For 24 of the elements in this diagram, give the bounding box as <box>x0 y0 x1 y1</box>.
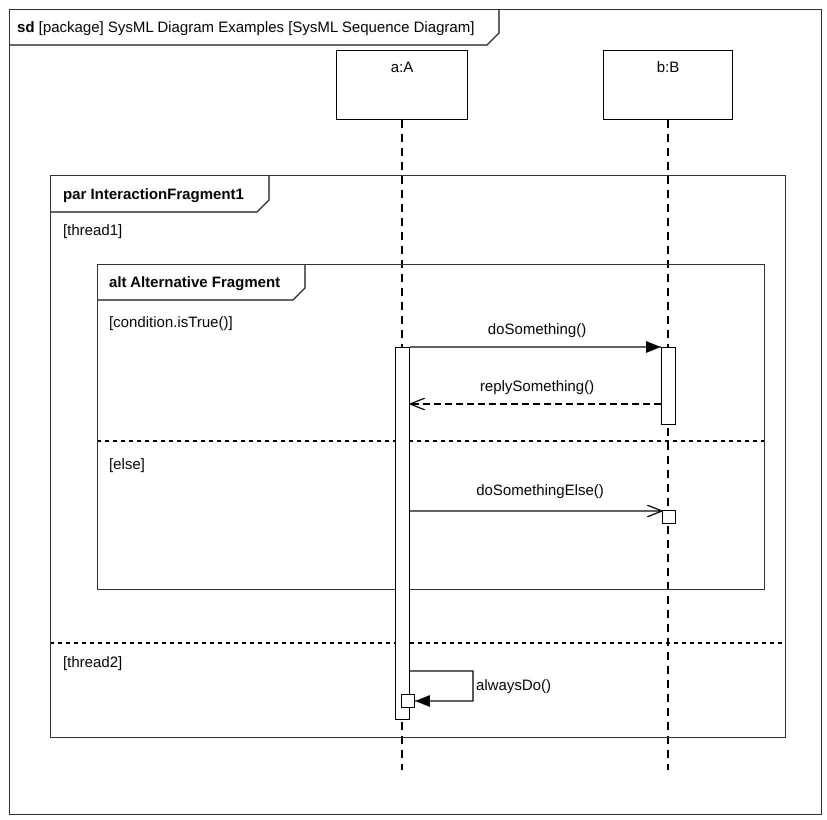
execution-box <box>401 694 415 708</box>
combined-fragment-frame <box>50 175 786 738</box>
lifeline-head: b:B <box>603 50 733 120</box>
fragment-heading: par InteractionFragment1 <box>63 186 244 204</box>
activation-bar <box>395 347 410 720</box>
message-label: doSomething() <box>486 321 588 339</box>
message-arrow <box>409 397 661 411</box>
message-label: doSomethingElse() <box>474 482 606 500</box>
activation-bar <box>661 347 676 425</box>
message-label: alwaysDo() <box>474 677 554 695</box>
message-arrow <box>410 341 661 353</box>
frame-heading: sd [package] SysML Diagram Examples [SysML Sequence Diagram] <box>17 19 474 37</box>
message-arrow <box>410 504 663 518</box>
message-arrow <box>410 670 474 707</box>
guard-condition: [thread1] <box>63 222 122 240</box>
message-label: replySomething() <box>478 378 596 396</box>
lifeline-head: a:A <box>336 50 468 120</box>
combined-fragment-frame <box>97 264 765 590</box>
guard-condition: [condition.isTrue()] <box>109 314 233 332</box>
guard-condition: [thread2] <box>63 654 122 672</box>
execution-box <box>662 510 676 524</box>
guard-condition: [else] <box>109 456 145 474</box>
diagram-frame <box>9 9 822 815</box>
fragment-heading: alt Alternative Fragment <box>109 274 280 292</box>
